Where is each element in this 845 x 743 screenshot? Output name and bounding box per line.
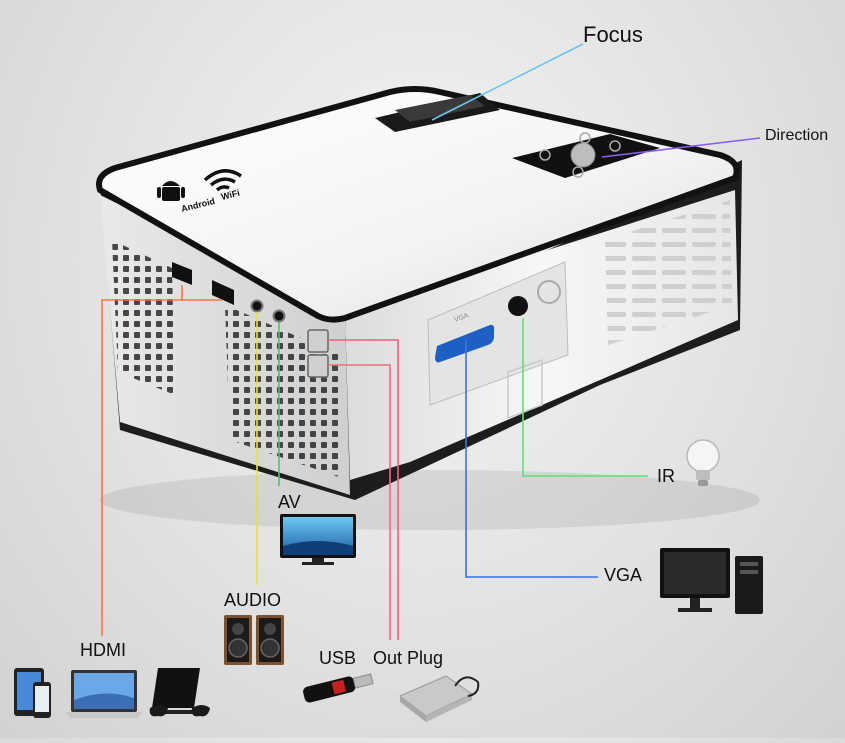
- direction-label: Direction: [765, 127, 829, 144]
- vga-callout-line: [465, 340, 598, 578]
- out-plug-label: Out Plug: [373, 648, 444, 668]
- hdmi-callout-line: [101, 285, 183, 636]
- ir-callout-line: [522, 318, 648, 477]
- wifi-logo-text: WiFi: [220, 188, 241, 202]
- control-panel: [512, 132, 660, 178]
- out-plug-port: [307, 354, 329, 378]
- power-button: [537, 280, 561, 304]
- tv-icon: [280, 514, 356, 565]
- hdmi-port-2: [212, 280, 234, 305]
- desktop-pc-icon: [660, 548, 763, 614]
- phone-icon: [33, 682, 51, 718]
- audio-jack: [250, 299, 264, 313]
- laptop-icon: [66, 670, 142, 718]
- ir-sensor: [508, 296, 528, 316]
- lightbulb-icon: [686, 439, 720, 486]
- focus-callout-line: [431, 43, 584, 121]
- game-console-icon: [149, 668, 210, 717]
- av-jack: [272, 309, 286, 323]
- speakers-icon: [224, 615, 284, 665]
- outplug-callout-line: [328, 364, 391, 640]
- usb-port: [307, 329, 329, 353]
- callout-lines: [101, 43, 761, 640]
- direction-pad-center: [570, 142, 596, 168]
- direction-callout-line: [601, 137, 761, 158]
- focus-label: Focus: [583, 22, 643, 47]
- wifi-icon: [203, 169, 242, 192]
- av-label: AV: [278, 492, 301, 512]
- usb-stick-icon: [303, 673, 374, 703]
- vga-port-label: VGA: [453, 312, 470, 324]
- external-drive-icon: [399, 675, 480, 722]
- ir-label: IR: [657, 466, 675, 486]
- vga-port: [435, 324, 495, 363]
- vga-label: VGA: [604, 565, 643, 585]
- projector: Android WiFi VGA: [96, 86, 760, 530]
- hdmi-label: HDMI: [80, 640, 126, 660]
- audio-label: AUDIO: [224, 590, 282, 610]
- android-robot-icon: [157, 181, 185, 201]
- usb-label: USB: [319, 648, 357, 668]
- hdmi-port-1: [172, 262, 192, 285]
- usb-callout-line: [328, 339, 399, 640]
